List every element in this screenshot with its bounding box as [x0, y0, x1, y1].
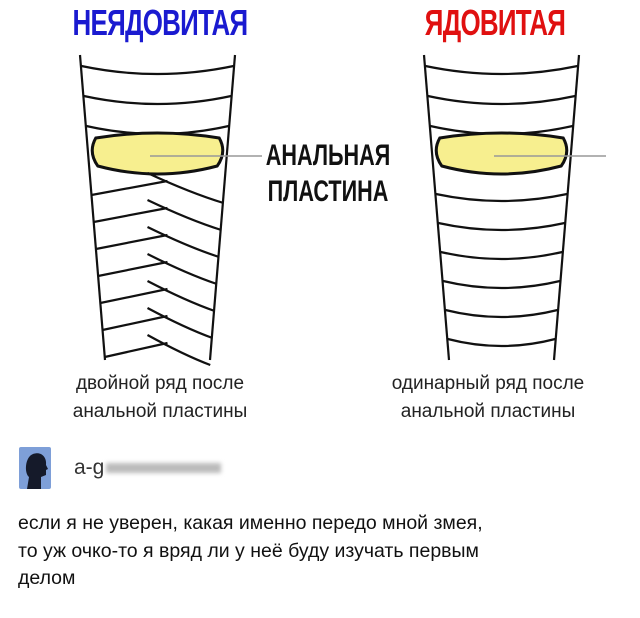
- username[interactable]: a-g: [74, 456, 222, 480]
- ventral-scale: [440, 250, 563, 261]
- ventral-scale: [442, 279, 561, 290]
- scale-right-half: [146, 334, 211, 367]
- scale-left-half: [104, 341, 168, 359]
- scale-right-half: [146, 307, 213, 340]
- venomous-caption: одинарный ряд после анальной пластины: [338, 370, 638, 426]
- ventral-scale: [447, 337, 556, 348]
- ventral-scale: [435, 192, 568, 203]
- post-line: то уж очко-то я вряд ли у неё буду изуча…: [18, 539, 479, 562]
- scale-left-half: [102, 314, 168, 332]
- scale-right-half: [147, 172, 224, 205]
- scale-right-half: [147, 253, 218, 286]
- ventral-scale: [445, 308, 558, 319]
- ventral-scale: [81, 64, 234, 76]
- anal-plate: [90, 131, 225, 176]
- username-text: a-g: [74, 456, 105, 479]
- post-line: если я не уверен, какая именно передо мн…: [18, 512, 483, 534]
- body-outline-left: [78, 54, 107, 361]
- scale-left-half: [93, 206, 168, 224]
- body-outline-right: [552, 54, 581, 361]
- scale-right-half: [147, 199, 222, 232]
- caption-line: одинарный ряд после: [391, 373, 585, 394]
- nonvenomous-title: НЕЯДОВИТАЯ: [72, 2, 249, 43]
- anal-plate-label-line2: ПЛАСТИНА: [267, 175, 389, 208]
- scale-left-half: [100, 287, 168, 305]
- caption-line: анальной пластины: [72, 401, 248, 422]
- nonvenomous-caption: двойной ряд после анальной пластины: [10, 370, 310, 426]
- caption-line: анальной пластины: [400, 401, 576, 422]
- scale-right-half: [146, 280, 216, 313]
- venomous-title: ЯДОВИТАЯ: [424, 2, 566, 43]
- ventral-scale: [427, 94, 576, 106]
- ventral-scale: [438, 221, 565, 232]
- body-outline-left: [422, 54, 451, 361]
- anal-plate: [434, 131, 569, 176]
- caption-line: двойной ряд после: [75, 373, 245, 394]
- scale-right-half: [147, 226, 220, 259]
- post-line: делом: [18, 567, 76, 589]
- ventral-scale: [425, 64, 578, 76]
- scale-left-half: [95, 233, 168, 251]
- body-outline-right: [208, 54, 237, 361]
- anal-plate-label-line1: АНАЛЬНАЯ: [265, 139, 391, 172]
- user-silhouette-icon[interactable]: [19, 447, 51, 489]
- scale-left-half: [91, 179, 168, 197]
- blurred-username: [106, 463, 222, 474]
- scale-left-half: [97, 260, 168, 278]
- post-text: если я не уверен, какая именно передо мн…: [18, 510, 628, 593]
- ventral-scale: [83, 94, 232, 106]
